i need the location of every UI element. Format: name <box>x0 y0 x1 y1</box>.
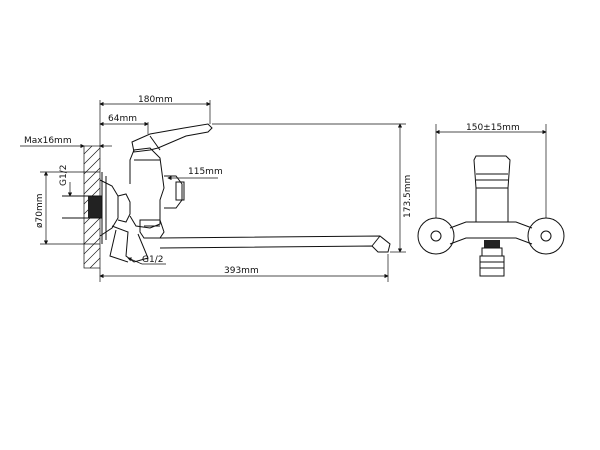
dim-escutcheon-dia: ø70mm <box>35 194 45 229</box>
right-escutcheon <box>527 217 565 255</box>
dim-spout-length: 393mm <box>224 266 259 276</box>
aerator <box>479 255 505 277</box>
body-connector <box>117 193 131 223</box>
cartridge <box>164 175 183 209</box>
front-center-body <box>475 188 509 222</box>
pipe-stub-top <box>88 196 102 218</box>
escutcheon <box>99 179 119 237</box>
thread-top-label: G1/2 <box>59 165 69 186</box>
dim-max-wall: Max16mm <box>24 136 72 146</box>
mixer-body <box>129 147 165 229</box>
front-handle <box>473 155 511 189</box>
diverter <box>139 219 165 239</box>
left-escutcheon <box>417 217 455 255</box>
dim-total-height: 173.5mm <box>403 175 413 218</box>
dim-handle-offset: 64mm <box>108 114 137 124</box>
wall-hatch <box>83 145 101 269</box>
front-view: 150±15mm <box>417 123 565 277</box>
diverter-knob <box>484 240 500 248</box>
handle-lever <box>131 123 213 153</box>
dim-center-distance: 150±15mm <box>466 123 520 133</box>
thread-bottom-label: G1/2 <box>142 255 163 265</box>
dim-outlet-height: 115mm <box>188 167 223 177</box>
spout <box>159 235 391 253</box>
front-body-bar <box>449 221 533 245</box>
side-view: 180mm 64mm Max16mm G1/2 ø70mm 115mm 173.… <box>20 95 413 282</box>
dim-top-width: 180mm <box>138 95 173 105</box>
